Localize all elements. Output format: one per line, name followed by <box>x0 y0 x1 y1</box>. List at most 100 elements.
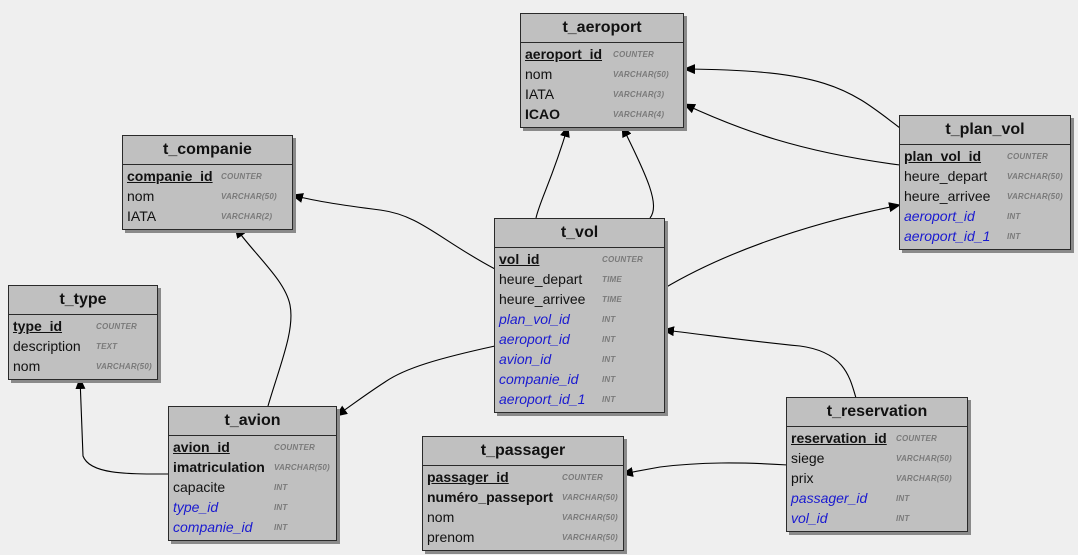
field-type: VARCHAR(50) <box>1007 172 1063 181</box>
field-type: INT <box>602 395 616 404</box>
field-name: heure_arrivee <box>499 291 586 307</box>
field-type: INT <box>896 514 910 523</box>
field-name: vol_id <box>499 251 540 267</box>
field-name: description <box>13 338 81 354</box>
link-reservation-passager <box>621 462 789 477</box>
field-name: IATA <box>127 208 157 224</box>
field-row[interactable]: heure_arrivee TIME <box>495 289 664 309</box>
link-vol-aeroport-b <box>621 125 654 219</box>
field-name: heure_depart <box>904 168 988 184</box>
link-reservation-vol <box>662 326 857 399</box>
field-name: aeroport_id <box>499 331 570 347</box>
field-name: aeroport_id <box>525 46 603 62</box>
field-name: companie_id <box>173 519 253 535</box>
field-name: aeroport_id_1 <box>499 391 586 407</box>
field-type: TIME <box>602 275 622 284</box>
field-row[interactable]: nom VARCHAR(50) <box>9 356 157 376</box>
field-type: VARCHAR(50) <box>221 192 277 201</box>
link-planvol-aeroport-b <box>683 103 901 166</box>
field-type: VARCHAR(50) <box>96 362 152 371</box>
link-planvol-aeroport-a <box>683 64 901 129</box>
table-title: t_type <box>9 286 157 315</box>
table-title: t_reservation <box>787 398 967 427</box>
field-type: INT <box>274 503 288 512</box>
field-name: passager_id <box>427 469 509 485</box>
field-name: nom <box>13 358 41 374</box>
field-name: avion_id <box>173 439 230 455</box>
table-title: t_avion <box>169 407 336 436</box>
field-row[interactable]: heure_depart VARCHAR(50) <box>900 166 1070 186</box>
field-row[interactable]: nom VARCHAR(50) <box>423 507 623 527</box>
field-name: IATA <box>525 86 555 102</box>
field-name: aeroport_id_1 <box>904 228 991 244</box>
link-avion-type <box>75 377 171 475</box>
field-row[interactable]: companie_id INT <box>169 517 336 537</box>
field-row[interactable]: aeroport_id_1 INT <box>495 389 664 409</box>
field-name: heure_arrivee <box>904 188 991 204</box>
field-type: VARCHAR(3) <box>613 90 665 99</box>
field-row[interactable]: aeroport_id COUNTER <box>521 44 683 64</box>
field-name: plan_vol_id <box>499 311 570 327</box>
field-type: COUNTER <box>96 322 137 331</box>
field-type: VARCHAR(50) <box>562 513 618 522</box>
field-type: COUNTER <box>613 50 654 59</box>
field-type: VARCHAR(50) <box>896 454 952 463</box>
field-row[interactable]: passager_id INT <box>787 488 967 508</box>
field-row[interactable]: capacite INT <box>169 477 336 497</box>
field-row[interactable]: prix VARCHAR(50) <box>787 468 967 488</box>
field-name: nom <box>427 509 455 525</box>
field-type: VARCHAR(50) <box>274 463 330 472</box>
field-type: VARCHAR(50) <box>896 474 952 483</box>
field-type: INT <box>602 355 616 364</box>
table-title: t_passager <box>423 437 623 466</box>
field-type: INT <box>274 523 288 532</box>
field-type: INT <box>896 494 910 503</box>
link-vol-planvol <box>662 202 901 290</box>
field-type: TIME <box>602 295 622 304</box>
field-name: passager_id <box>791 490 868 506</box>
field-row[interactable]: IATA VARCHAR(3) <box>521 84 683 104</box>
field-name: prix <box>791 470 814 486</box>
field-type: INT <box>274 483 288 492</box>
table-title: t_vol <box>495 219 664 248</box>
field-name: capacite <box>173 479 226 495</box>
